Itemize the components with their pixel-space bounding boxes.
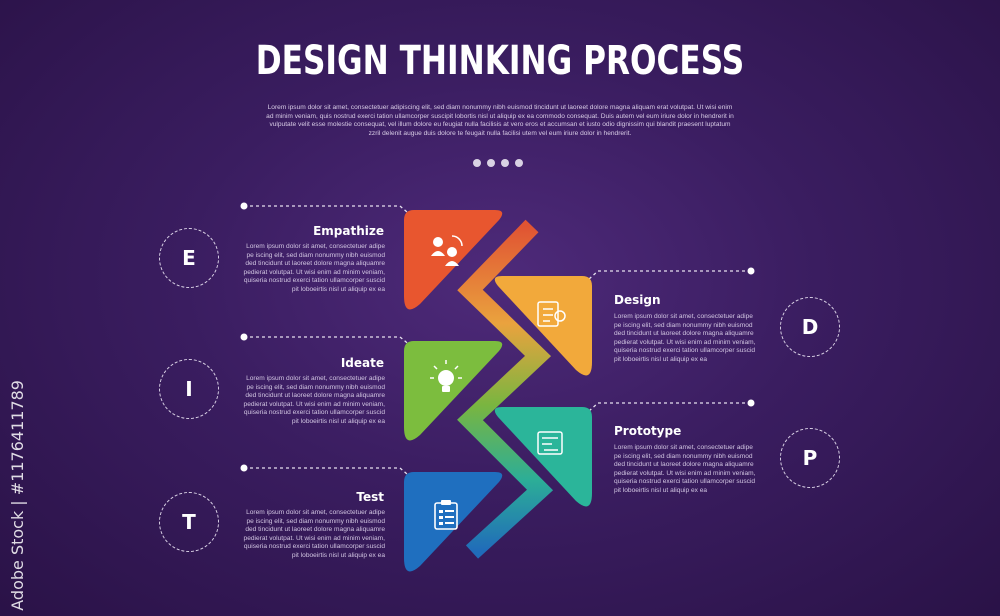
letter-badge-p: P — [780, 428, 840, 488]
clipboard-icon — [434, 500, 458, 530]
step-desc-test: Lorem ipsum dolor sit amet, consectetuer… — [243, 509, 385, 559]
step-title-empathize: Empathize — [313, 224, 384, 238]
letter-badge-e: E — [159, 228, 219, 288]
step-desc-ideate: Lorem ipsum dolor sit amet, consectetuer… — [243, 375, 385, 425]
letter-badge-d: D — [780, 297, 840, 357]
blueprint-icon — [537, 431, 563, 455]
connector-design — [569, 270, 751, 297]
step-title-prototype: Prototype — [614, 424, 682, 438]
lightbulb-icon — [430, 360, 462, 392]
page-subtitle: Lorem ipsum dolor sit amet, consectetuer… — [266, 104, 734, 137]
step-title-test: Test — [356, 490, 384, 504]
step-title-design: Design — [614, 293, 661, 307]
connector-prototype — [569, 402, 751, 429]
connector-dot — [240, 202, 248, 210]
empathize-shape — [404, 210, 503, 310]
connector-test — [244, 467, 429, 493]
letter-badge-i: I — [159, 359, 219, 419]
empathy-icon — [431, 235, 463, 266]
step-desc-prototype: Lorem ipsum dolor sit amet, consectetuer… — [614, 444, 756, 494]
dot — [515, 159, 523, 167]
connector-dot — [240, 464, 248, 472]
connector-dot — [747, 399, 755, 407]
test-shape — [404, 472, 503, 572]
pagination-dots — [473, 159, 523, 167]
ideate-shape — [404, 341, 503, 441]
step-desc-empathize: Lorem ipsum dolor sit amet, consectetuer… — [243, 243, 385, 293]
connector-dot — [240, 333, 248, 341]
letter-badge-t: T — [159, 492, 219, 552]
zigzag-ribbon — [457, 219, 554, 559]
connector-dot — [747, 267, 755, 275]
step-title-ideate: Ideate — [340, 356, 384, 370]
stock-watermark: Adobe Stock | #1176411789 — [8, 380, 27, 611]
step-desc-design: Lorem ipsum dolor sit amet, consectetuer… — [614, 313, 756, 363]
prototype-shape — [494, 407, 592, 507]
dot — [501, 159, 509, 167]
page-title: DESIGN THINKING PROCESS — [255, 38, 745, 84]
checklist-icon — [537, 301, 566, 327]
dot — [473, 159, 481, 167]
dot — [487, 159, 495, 167]
